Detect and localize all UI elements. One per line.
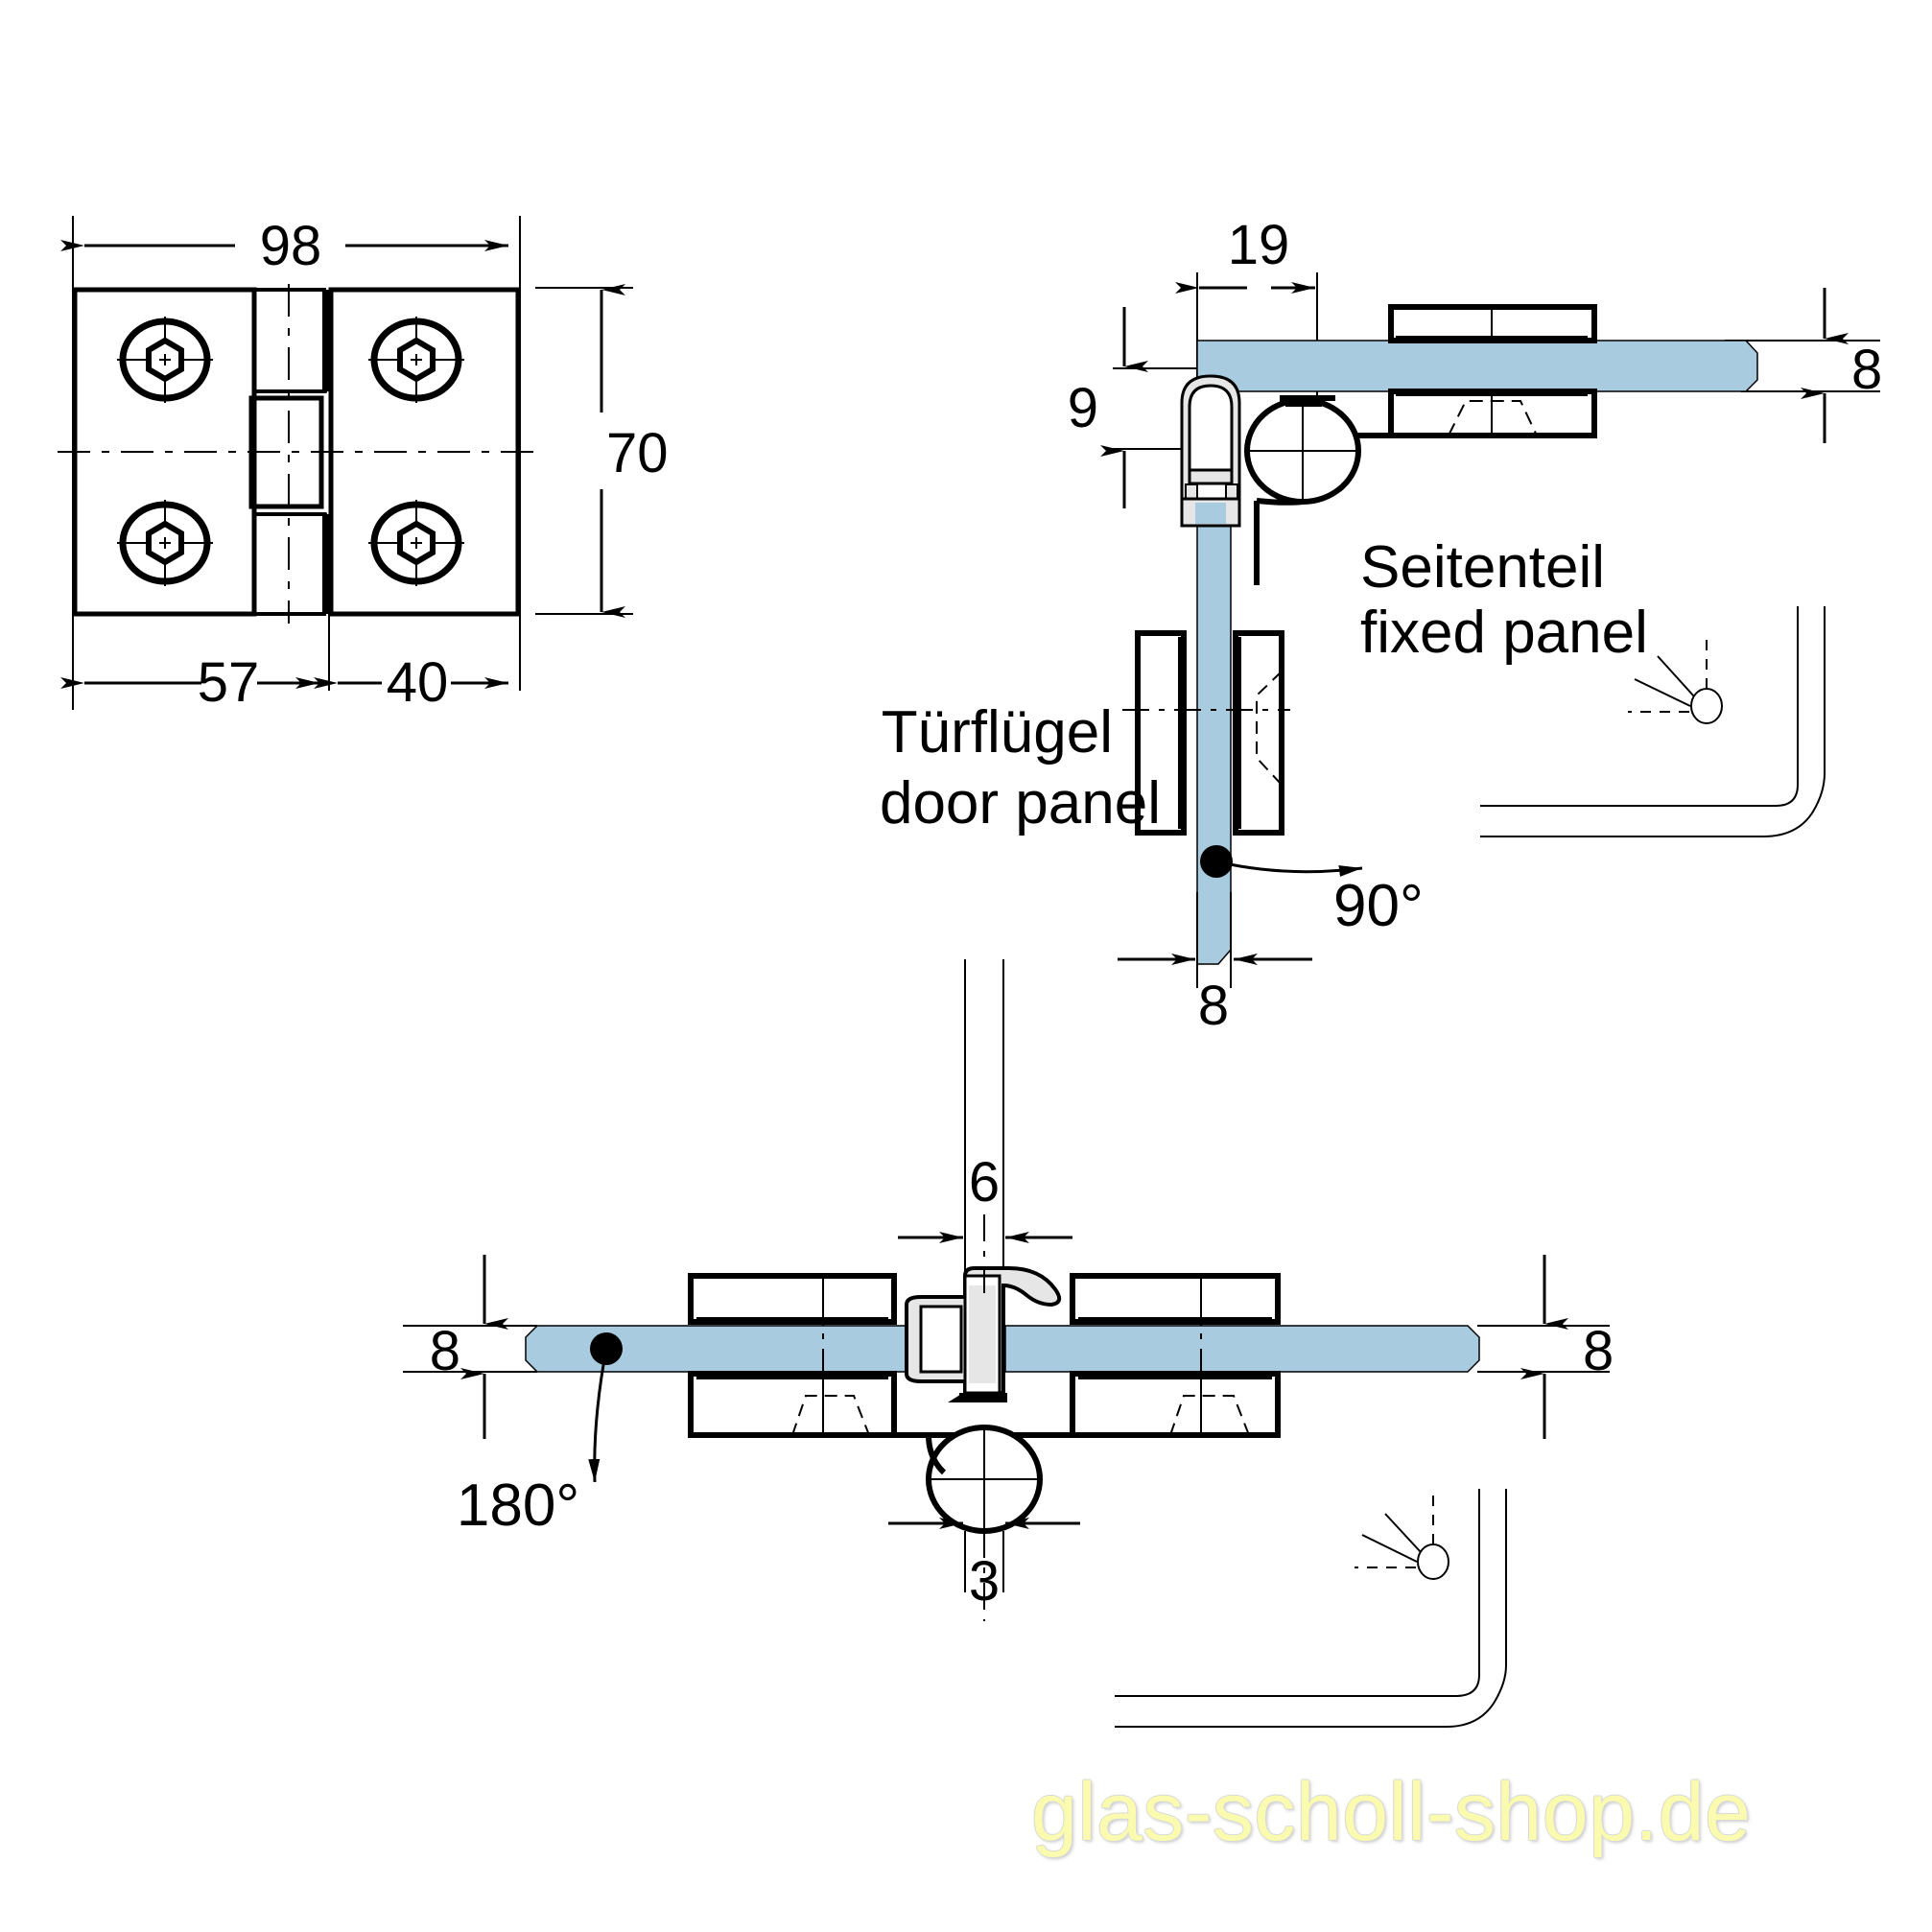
left-clamp-bottom-180 [688, 1371, 897, 1438]
allen-key-icon-180 [1115, 1489, 1507, 1728]
dim-70-text: 70 [606, 422, 669, 484]
dim-8-right-text: 8 [1583, 1320, 1614, 1382]
dim-8-left-text: 8 [430, 1320, 460, 1382]
door-panel-clamp-left [1135, 630, 1187, 836]
dim-8-door-text: 8 [1198, 975, 1229, 1037]
right-clamp-bottom-180 [1070, 1371, 1281, 1438]
fixed-panel-clamp-top [1388, 304, 1597, 343]
label-door-panel-de: Türflügel [882, 699, 1113, 766]
dim-57-text: 57 [198, 651, 260, 714]
dim-40: 40 [314, 651, 508, 714]
angle-90-leader: 90° [1200, 845, 1424, 939]
fixed-panel-clamp-bottom [1388, 389, 1597, 438]
dim-8-right-180: 8 [1477, 1255, 1614, 1439]
hinge-knuckle-180 [894, 1393, 1278, 1535]
allen-key-icon [1480, 606, 1826, 837]
hinge-plan-view: 98 70 [58, 215, 669, 714]
dim-9: 9 [1068, 307, 1220, 508]
dim-57: 57 [60, 651, 319, 714]
hinge-body-outline [72, 287, 521, 617]
dim-8-fixed-panel: 8 [1725, 288, 1882, 443]
door-panel-clamp-right [1233, 630, 1284, 836]
label-door-panel-en: door panel [880, 770, 1161, 836]
label-fixed-panel-de: Seitenteil [1360, 534, 1605, 601]
dim-6-text: 6 [969, 1151, 1000, 1213]
fixed-panel-glass [1196, 340, 1758, 392]
hinge-knuckle-90 [1244, 397, 1361, 585]
angle-90-text: 90° [1333, 873, 1424, 939]
dim-70: 70 [600, 284, 669, 618]
dim-9-text: 9 [1068, 377, 1098, 439]
screw-hole-top-right [368, 317, 464, 403]
dim-19-text: 19 [1228, 214, 1290, 276]
center-seal-profile-180 [905, 1266, 1062, 1395]
left-clamp-top-180 [688, 1273, 897, 1326]
angle-180-text: 180° [457, 1473, 579, 1539]
dim-40-text: 40 [387, 651, 449, 714]
center-lines-180 [822, 1214, 1202, 1621]
dim-8-door-panel: 8 [1118, 892, 1312, 1037]
dim-8-fixed-text: 8 [1851, 339, 1882, 401]
dim-8-left-180: 8 [403, 1255, 537, 1439]
section-90-degrees: 19 9 8 [880, 214, 1882, 1037]
screw-hole-bottom-right [368, 500, 464, 586]
plan-center-lines [58, 284, 537, 624]
dim-98-text: 98 [260, 215, 322, 277]
right-clamp-top-180 [1070, 1273, 1281, 1326]
screw-hole-top-left [117, 317, 213, 403]
label-fixed-panel-en: fixed panel [1360, 600, 1648, 666]
dim-3-text: 3 [969, 1550, 1000, 1613]
dim-3: 3 [888, 1518, 1080, 1613]
section-180-degrees: 6 8 8 [403, 959, 1614, 1728]
screw-hole-bottom-left [117, 500, 213, 586]
right-glass-panel-180 [1004, 1325, 1480, 1373]
dim-98: 98 [60, 215, 508, 277]
door-panel-seal-profile [1180, 374, 1241, 528]
angle-180-leader: 180° [457, 1332, 623, 1539]
